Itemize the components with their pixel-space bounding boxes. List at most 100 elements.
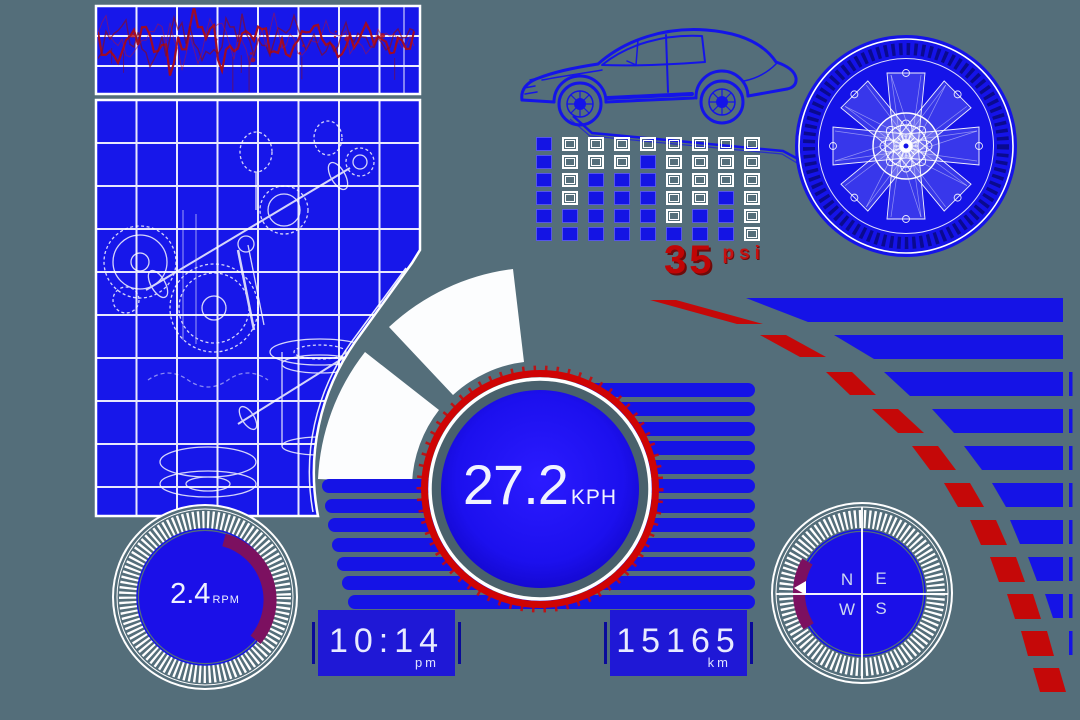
compass-pointer-icon (794, 581, 806, 595)
right-bar-accent (1069, 594, 1073, 618)
compass-label-n: N (841, 570, 853, 589)
waveform-trace (98, 8, 416, 76)
tire-pressure-cell (718, 155, 734, 169)
speed-arc-wedge (318, 269, 524, 483)
waveform-trace (98, 12, 415, 71)
rpm-gauge (112, 504, 298, 690)
car-front-wheel (557, 81, 603, 127)
tire-pressure-value: 35 (664, 238, 715, 282)
tire-pressure-cell (666, 191, 682, 205)
right-bar (746, 298, 1063, 322)
rpm-tick-ring (119, 511, 291, 683)
wheel-spoke (885, 80, 972, 156)
tire-pressure-cell (666, 155, 682, 169)
red-arc-dash (912, 446, 956, 470)
tire-pressure-cell (692, 173, 708, 187)
tire-pressure-grid (536, 137, 760, 241)
tire-pressure-cell (588, 173, 604, 187)
wheel-rim-graphic (795, 35, 1017, 257)
compass-label-e: E (875, 569, 886, 588)
tire-pressure-cell (614, 155, 630, 169)
clock-time: 10:14 (328, 622, 445, 660)
tire-pressure-cell (640, 191, 656, 205)
tire-pressure-cell (562, 191, 578, 205)
speed-unit: KPH (570, 486, 618, 509)
waveform-dot (215, 38, 218, 41)
rpm-level-arc (222, 533, 277, 644)
tire-pressure-cell (692, 137, 708, 151)
clock-meridiem: pm (414, 655, 439, 670)
red-arc-dash (872, 409, 924, 433)
tire-pressure-cell (536, 155, 552, 169)
waveform-strip (94, 4, 422, 96)
right-bar-accent (1069, 520, 1073, 544)
red-dashed-arc (650, 300, 1066, 692)
red-arc-dash (944, 483, 984, 507)
tire-pressure-cell (536, 227, 552, 241)
tire-pressure-cell (666, 137, 682, 151)
tire-pressure-cell (692, 209, 708, 223)
tire-pressure-cell (666, 209, 682, 223)
tire-pressure-cell (562, 173, 578, 187)
car-wireframe (520, 28, 798, 127)
tire-pressure-cell (640, 155, 656, 169)
tire-pressure-cell (666, 227, 682, 241)
waveform-dot (298, 51, 302, 55)
tire-pressure-cell (744, 173, 760, 187)
red-arc-dash (990, 557, 1025, 582)
odometer-value: 15165 (616, 622, 741, 660)
tire-pressure-cell (562, 137, 578, 151)
waveform-dot (130, 33, 135, 38)
red-arc-dash (826, 372, 876, 395)
tire-pressure-cell (692, 155, 708, 169)
right-bar (992, 483, 1063, 507)
tire-pressure-cell (718, 137, 734, 151)
right-bar-accent (1069, 557, 1073, 581)
red-arc-dash (1033, 668, 1066, 692)
tire-pressure-cell (536, 137, 552, 151)
compass-label-w: W (839, 600, 855, 619)
red-arc-dash (760, 335, 826, 357)
odometer-unit: km (707, 655, 731, 670)
tire-pressure-cell (536, 191, 552, 205)
right-bar (932, 409, 1063, 433)
tire-pressure-cell (588, 209, 604, 223)
speedometer-scallop-ring (416, 365, 664, 613)
tire-pressure-cell (744, 155, 760, 169)
engine-blueprint-panel (94, 4, 422, 518)
tire-pressure-cell (614, 191, 630, 205)
speedometer-rings (416, 365, 664, 613)
right-bar-accent (1069, 446, 1073, 470)
tire-pressure-cell (588, 191, 604, 205)
tire-pressure-cell (536, 173, 552, 187)
red-arc-dash (970, 520, 1007, 545)
right-bar (964, 446, 1063, 470)
car-rear-wheel (699, 79, 745, 125)
right-bar-accent (1069, 372, 1073, 396)
right-bar (884, 372, 1063, 396)
tire-pressure-cell (744, 227, 760, 241)
right-bar (1010, 520, 1063, 544)
right-bar-accent (1069, 483, 1073, 507)
tire-pressure-cell (614, 209, 630, 223)
right-bar-stack (746, 298, 1073, 655)
red-waveform (98, 8, 416, 92)
tire-pressure-cell (640, 137, 656, 151)
tire-pressure-cell (744, 137, 760, 151)
tire-pressure-cell (562, 209, 578, 223)
tire-pressure-cell (718, 191, 734, 205)
tire-pressure-cell (640, 173, 656, 187)
tire-pressure-cell (588, 137, 604, 151)
right-bar (1028, 557, 1063, 581)
waveform-dot (380, 32, 386, 39)
tire-pressure-cell (692, 227, 708, 241)
right-bar (834, 335, 1063, 359)
tire-pressure-cell (588, 227, 604, 241)
red-arc-dash (650, 300, 763, 324)
tire-pressure-cell (744, 191, 760, 205)
rpm-unit: RPM (212, 594, 240, 606)
